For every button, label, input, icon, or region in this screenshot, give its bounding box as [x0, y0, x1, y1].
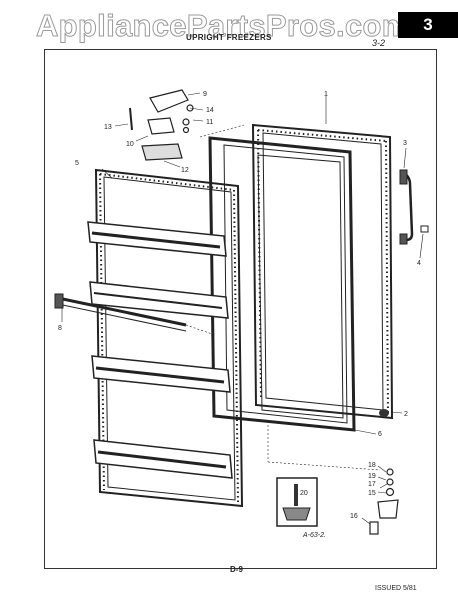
issued-date: ISSUED 5/81	[375, 585, 417, 592]
callout-leaders	[61, 92, 424, 525]
freezer-door	[94, 168, 244, 508]
part-label-14: 14	[206, 107, 214, 114]
part-label-1: 1	[324, 91, 328, 98]
door-gasket	[208, 136, 356, 432]
part-label-3: 3	[403, 140, 407, 147]
door-handle	[399, 169, 414, 245]
cabinet-liner-frame	[251, 123, 394, 420]
part-label-17: 17	[368, 481, 376, 488]
part-label-6: 6	[378, 431, 382, 438]
part-label-8: 8	[58, 325, 62, 332]
door-shelf-3	[91, 355, 231, 393]
bottom-hinge-assembly	[369, 468, 399, 535]
part-label-15: 15	[368, 490, 376, 497]
part-label-4: 4	[417, 260, 421, 267]
inset-detail	[276, 477, 318, 527]
page-number: D-9	[230, 565, 243, 574]
top-hinge-assembly	[129, 89, 194, 161]
part-label-18: 18	[368, 462, 376, 469]
part-label-9: 9	[203, 91, 207, 98]
part-label-13: 13	[104, 124, 112, 131]
door-shelf-1	[87, 221, 227, 257]
diagram-frame	[44, 49, 437, 569]
shelf-bar	[54, 293, 187, 332]
part-label-19: 19	[368, 473, 376, 480]
part-label-20: 20	[300, 490, 308, 497]
page-title: UPRIGHT FREEZERS	[186, 33, 272, 42]
part-label-11: 11	[206, 119, 213, 126]
watermark-text: AppliancePartsPros.com	[36, 8, 410, 44]
part-label-2: 2	[404, 411, 408, 418]
door-shelf-4	[93, 439, 233, 479]
section-number-tab: 3	[398, 12, 458, 38]
page-reference: 3-2	[372, 38, 386, 48]
plug-button	[379, 409, 389, 417]
handle-cap	[420, 225, 429, 233]
door-shelf-2	[89, 281, 229, 319]
part-label-12: 12	[181, 167, 189, 174]
part-label-16: 16	[350, 513, 358, 520]
part-label-10: 10	[126, 141, 134, 148]
part-label-5: 5	[75, 160, 79, 167]
leader-lines	[185, 124, 381, 471]
diagram-code: A-63-2.	[303, 532, 326, 539]
